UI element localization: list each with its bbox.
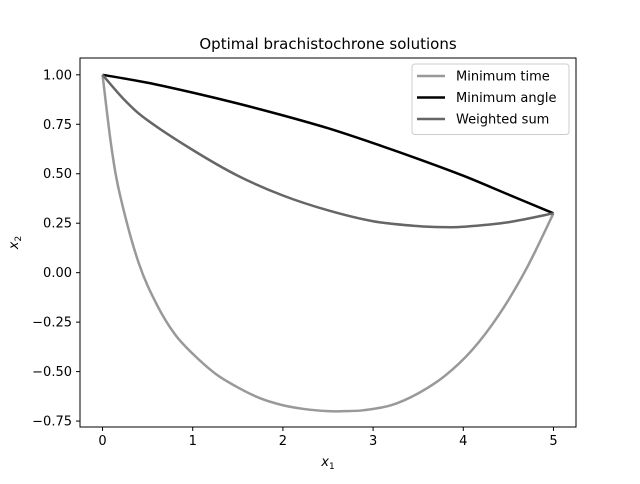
y-tick-label: −0.75 [32, 415, 72, 430]
y-tick-label: 1.00 [43, 68, 72, 83]
series-layer [101, 73, 555, 413]
y-tick-label: −0.25 [32, 316, 72, 331]
y-axis-label-main: x [7, 241, 22, 250]
legend-label-minimum-time: Minimum time [456, 70, 550, 85]
x-tick-label: 0 [98, 434, 106, 449]
series-line-weighted-sum [101, 73, 554, 229]
legend-label-minimum-angle: Minimum angle [456, 91, 556, 106]
y-tick-label: 0.75 [43, 118, 72, 133]
x-tick-label: 1 [189, 434, 197, 449]
plot-frame [79, 57, 577, 428]
legend-box [411, 63, 570, 135]
x-axis-label-main: x [320, 455, 329, 470]
x-tick-label: 5 [549, 434, 557, 449]
x-tick-label: 3 [369, 434, 377, 449]
y-axis-ticks: −0.75 −0.50 −0.25 0.00 0.25 0.50 0.75 1.00 [32, 68, 80, 430]
y-axis-label-subscript: 2 [14, 236, 24, 242]
x-tick-label: 2 [279, 434, 287, 449]
y-tick-label: −0.50 [32, 365, 72, 380]
series-line-minimum-time [101, 74, 555, 413]
x-axis-ticks: 0 1 2 3 4 5 [98, 427, 558, 449]
x-axis-label-subscript: 1 [329, 462, 335, 472]
y-tick-label: 0.25 [43, 217, 72, 232]
x-axis-label: x1 [320, 455, 334, 472]
legend-label-weighted-sum: Weighted sum [456, 113, 549, 128]
y-tick-label: 0.00 [43, 266, 72, 281]
chart-title: Optimal brachistochrone solutions [199, 35, 456, 53]
series-line-minimum-angle [102, 73, 554, 215]
y-tick-label: 0.50 [43, 167, 72, 182]
y-axis-label: x2 [7, 236, 24, 250]
x-tick-label: 4 [459, 434, 467, 449]
